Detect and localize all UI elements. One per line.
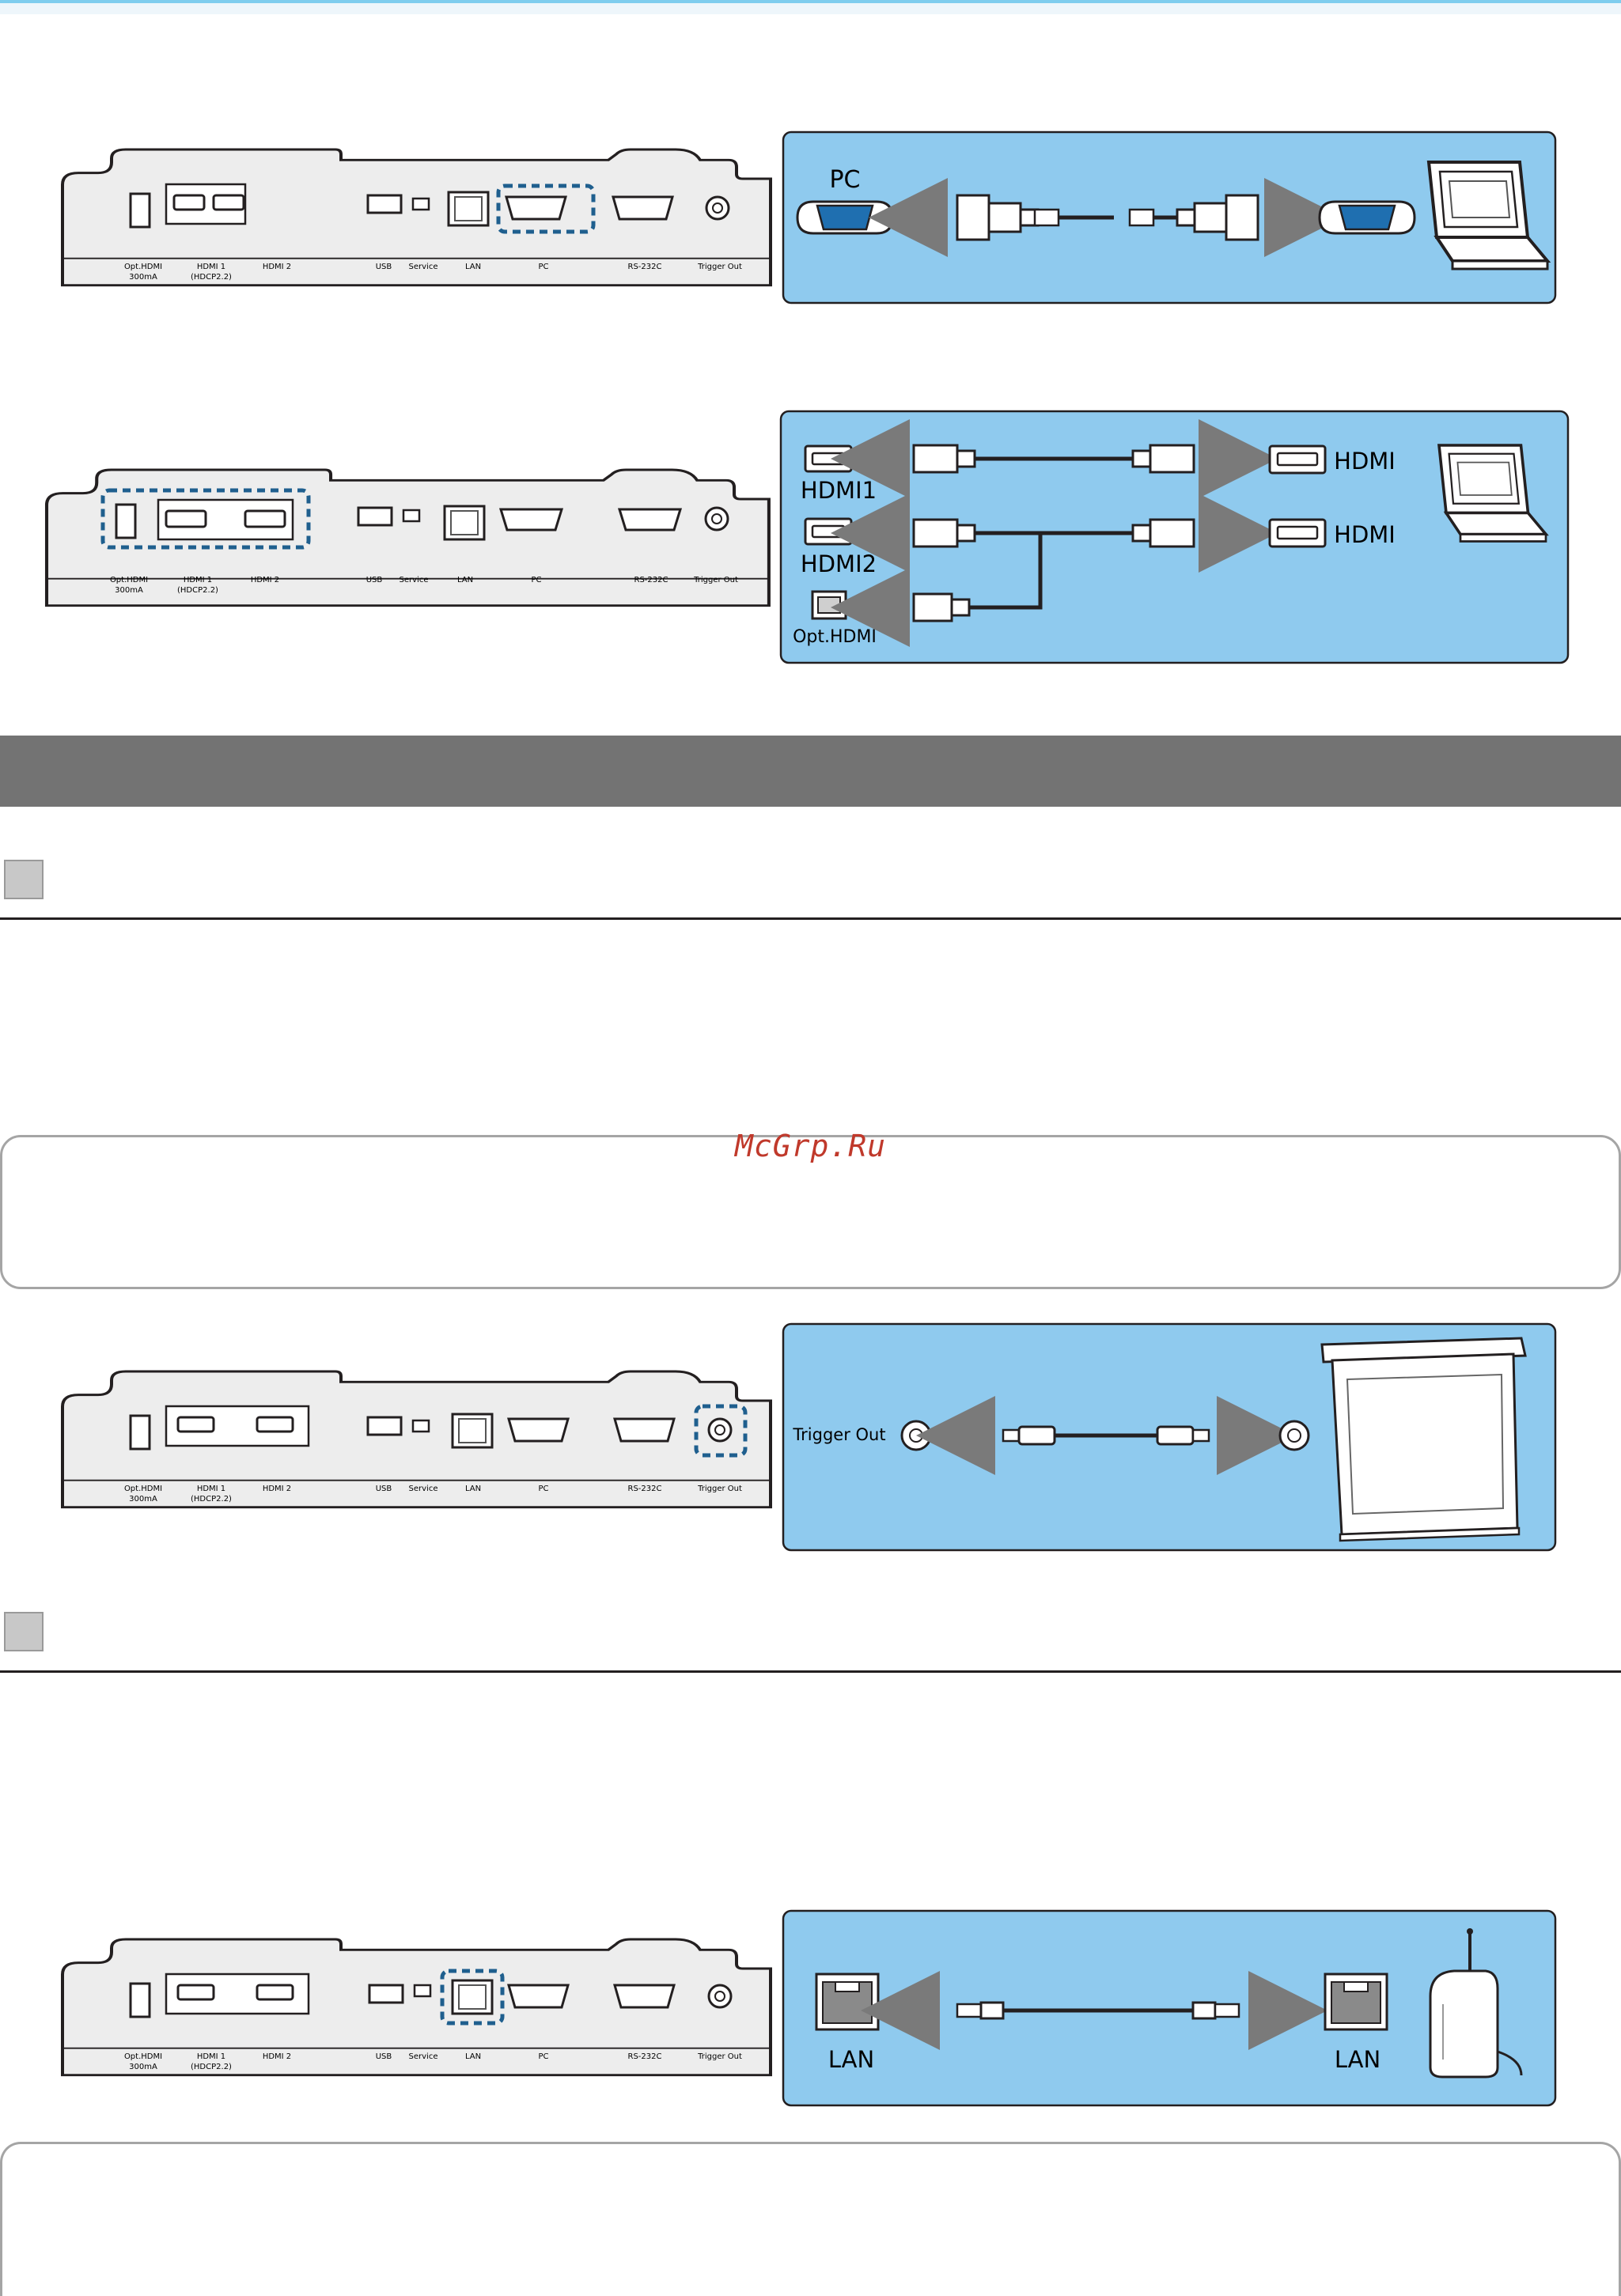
vga-port-right-icon (1318, 200, 1416, 235)
diagram-lan-label-left: LAN (828, 2046, 874, 2073)
mini-jack-cable-icon (1002, 1425, 1210, 1446)
label-hdmi2: HDMI 2 (263, 2052, 291, 2061)
label-hdmi1: HDMI 1 (197, 1485, 225, 1493)
subsection-marker (4, 860, 44, 899)
label-service: Service (409, 263, 438, 271)
label-opt-hdmi-current: 300mA (129, 273, 157, 282)
diagram-trigger-label: Trigger Out (792, 1425, 885, 1444)
diagram-lan-connection: LAN LAN (782, 1909, 1557, 2107)
highlight-hdmi-ports (100, 488, 311, 550)
label-opt-hdmi-current: 300mA (129, 1495, 157, 1504)
label-hdmi1-hdcp: (HDCP2.2) (177, 586, 218, 595)
subsection-marker (4, 1612, 44, 1651)
label-usb: USB (376, 2052, 392, 2061)
label-usb: USB (376, 263, 392, 271)
label-hdmi2: HDMI 2 (263, 1485, 291, 1493)
label-pc: PC (538, 263, 548, 271)
label-hdmi1-hdcp: (HDCP2.2) (191, 2063, 232, 2071)
label-opt-hdmi-current: 300mA (129, 2063, 157, 2071)
label-usb: USB (366, 576, 383, 584)
subsection-rule (0, 917, 1621, 920)
label-service: Service (409, 1485, 438, 1493)
section-header-band (0, 736, 1621, 807)
label-hdmi1: HDMI 1 (197, 2052, 225, 2061)
label-lan: LAN (457, 576, 473, 584)
note-box (0, 1135, 1621, 1289)
label-service: Service (400, 576, 429, 584)
label-hdmi2: HDMI 2 (251, 576, 279, 584)
label-hdmi1-hdcp: (HDCP2.2) (191, 1495, 232, 1504)
projector-panel-lan: Opt.HDMI 300mA HDMI 1 (HDCP2.2) HDMI 2 U… (61, 1938, 772, 2077)
label-rs232c: RS-232C (634, 576, 668, 584)
panel-ports (129, 1969, 733, 2026)
label-hdmi1-hdcp: (HDCP2.2) (191, 273, 232, 282)
label-trigger-out: Trigger Out (697, 263, 742, 271)
jack-right-icon (1278, 1420, 1310, 1451)
label-trigger-out: Trigger Out (697, 2052, 742, 2061)
lan-cable-icon (956, 2001, 1240, 2020)
label-hdmi1: HDMI 1 (184, 576, 212, 584)
panel-ports (129, 183, 730, 234)
page-top-accent (0, 0, 1621, 3)
label-opt-hdmi: Opt.HDMI (124, 1485, 162, 1493)
label-trigger-out: Trigger Out (697, 1485, 742, 1493)
label-pc: PC (531, 576, 541, 584)
projection-screen-icon (1320, 1337, 1527, 1542)
vga-port-left-icon (796, 200, 894, 235)
label-lan: LAN (465, 263, 481, 271)
label-lan: LAN (465, 2052, 481, 2061)
panel-ports (129, 1404, 748, 1458)
diagram-device-hdmi-label-2: HDMI (1334, 521, 1396, 548)
label-opt-hdmi: Opt.HDMI (124, 263, 162, 271)
diagram-pc-connection: PC (782, 130, 1557, 304)
panel-ports (100, 488, 729, 550)
label-rs232c: RS-232C (628, 263, 662, 271)
projector-panel-hdmi: Opt.HDMI 300mA HDMI 1 (HDCP2.2) HDMI 2 U… (44, 467, 775, 613)
label-hdmi2: HDMI 2 (263, 263, 291, 271)
hdmi-cable-1-icon (912, 444, 1195, 474)
label-hdmi1: HDMI 1 (197, 263, 225, 271)
page-top-band (0, 3, 1621, 14)
projector-panel-pc: Opt.HDMI 300mA HDMI 1 (HDCP2.2) HDMI 2 U… (61, 148, 772, 287)
projector-panel-trigger: Opt.HDMI 300mA HDMI 1 (HDCP2.2) HDMI 2 U… (61, 1370, 772, 1509)
router-icon (1429, 1928, 1523, 2079)
label-rs232c: RS-232C (628, 2052, 662, 2061)
vga-cable-icon (956, 194, 1259, 241)
jack-left-icon (900, 1420, 932, 1451)
diagram-opt-hdmi-label: Opt.HDMI (793, 627, 877, 647)
diagram-hdmi1-label: HDMI1 (801, 477, 877, 504)
label-usb: USB (376, 1485, 392, 1493)
subsection-rule (0, 1670, 1621, 1673)
label-opt-hdmi: Opt.HDMI (124, 2052, 162, 2061)
label-pc: PC (538, 2052, 548, 2061)
lan-port-right-icon (1324, 1973, 1388, 2031)
label-trigger-out: Trigger Out (693, 576, 738, 584)
diagram-device-hdmi-label-1: HDMI (1334, 448, 1396, 475)
hdmi-cable-2-icon (912, 518, 1195, 622)
label-pc: PC (538, 1485, 548, 1493)
label-service: Service (409, 2052, 438, 2061)
diagram-hdmi2-label: HDMI2 (801, 550, 877, 577)
highlight-trigger-port (694, 1404, 748, 1458)
note-box (0, 2142, 1621, 2296)
diagram-trigger-connection: Trigger Out (782, 1322, 1557, 1552)
label-rs232c: RS-232C (628, 1485, 662, 1493)
watermark: McGrp.Ru (734, 1129, 887, 1163)
diagram-hdmi-connection: HDMI1 HDMI HDMI2 HDMI Opt.HDMI (779, 410, 1570, 664)
lan-port-left-icon (815, 1973, 880, 2031)
diagram-lan-label-right: LAN (1335, 2046, 1381, 2073)
diagram-pc-label: PC (829, 166, 860, 194)
label-lan: LAN (465, 1485, 481, 1493)
highlight-pc-port (496, 183, 596, 234)
label-opt-hdmi-current: 300mA (115, 586, 143, 595)
label-opt-hdmi: Opt.HDMI (110, 576, 148, 584)
